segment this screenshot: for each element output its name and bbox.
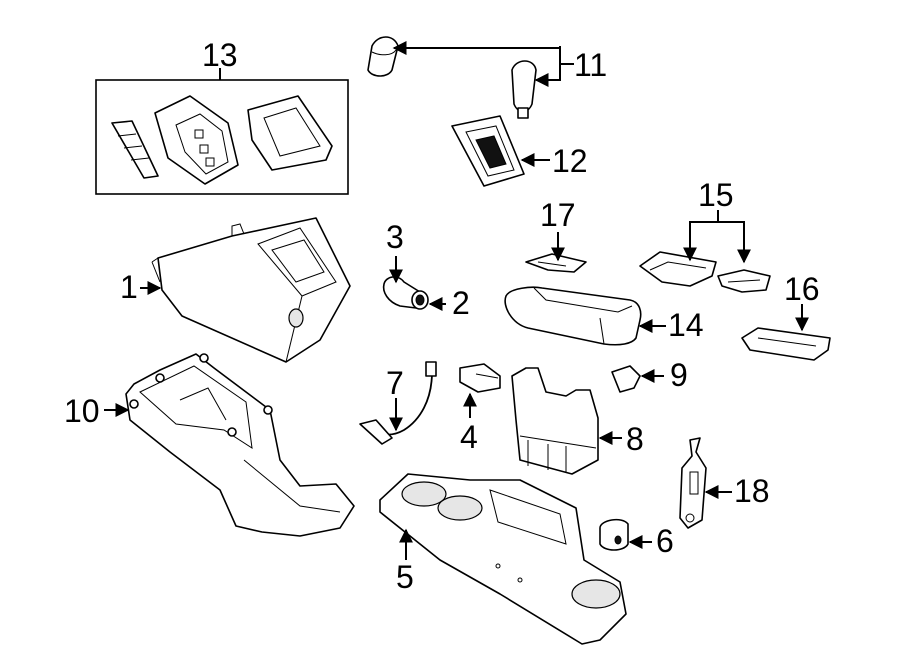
part-12-shift-bezel bbox=[451, 115, 525, 187]
part-8-bracket bbox=[511, 367, 599, 475]
callout-10: 10 bbox=[64, 393, 100, 429]
part-14-armrest-lid bbox=[504, 286, 642, 346]
callout-15: 15 bbox=[698, 177, 734, 213]
callout-8: 8 bbox=[626, 421, 644, 457]
part-7-wiring bbox=[359, 361, 437, 445]
callout-2: 2 bbox=[452, 285, 470, 321]
part-17-clip bbox=[525, 253, 587, 273]
callout-18: 18 bbox=[734, 473, 770, 509]
part-4-switch bbox=[459, 363, 501, 393]
leader-lines bbox=[104, 41, 809, 560]
part-1-console-upper bbox=[151, 217, 351, 363]
callout-13: 13 bbox=[202, 37, 238, 73]
callouts: 1 2 3 4 5 6 7 8 9 10 11 12 13 14 15 16 1… bbox=[64, 37, 820, 595]
callout-9: 9 bbox=[670, 357, 688, 393]
part-2-3-power-outlet bbox=[382, 276, 429, 310]
callout-5: 5 bbox=[396, 559, 414, 595]
callout-12: 12 bbox=[552, 143, 588, 179]
callout-7: 7 bbox=[386, 365, 404, 401]
callout-4: 4 bbox=[460, 419, 478, 455]
callout-3: 3 bbox=[386, 219, 404, 255]
callout-11: 11 bbox=[574, 47, 607, 83]
callout-14: 14 bbox=[668, 307, 704, 343]
part-13-bezel-kit bbox=[95, 79, 349, 195]
callout-1: 1 bbox=[120, 269, 138, 305]
part-15-brackets bbox=[639, 251, 771, 293]
callout-16: 16 bbox=[784, 271, 820, 307]
part-10-console-frame bbox=[125, 353, 355, 537]
part-9-clip bbox=[611, 365, 641, 393]
part-16-tray bbox=[741, 327, 831, 361]
part-6-plug bbox=[599, 518, 629, 551]
callout-17: 17 bbox=[540, 197, 576, 233]
part-5-console-base bbox=[379, 473, 627, 645]
callout-6: 6 bbox=[656, 523, 674, 559]
part-11-shift-knob bbox=[367, 36, 537, 119]
part-18-bracket bbox=[679, 437, 707, 529]
